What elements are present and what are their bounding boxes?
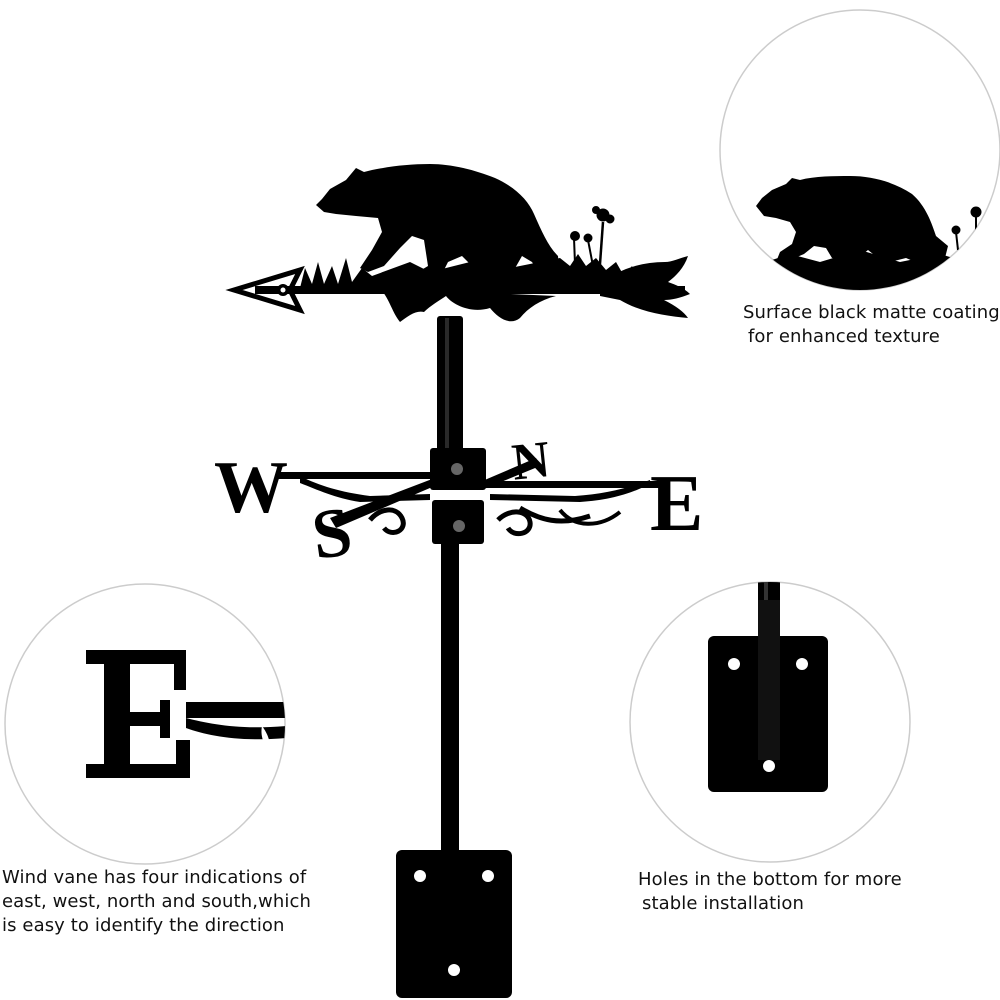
compass-hub bbox=[430, 448, 486, 544]
arrow-tail-icon bbox=[600, 256, 690, 318]
caption-coating: Surface black matte coating for enhanced… bbox=[743, 301, 1000, 349]
bear-silhouette bbox=[316, 164, 560, 280]
compass-arms bbox=[278, 458, 660, 537]
caption-installation: Holes in the bottom for more stable inst… bbox=[638, 868, 902, 916]
caption-directions-line2: east, west, north and south,which bbox=[2, 891, 311, 912]
compass-letter-south: S bbox=[307, 493, 356, 575]
compass-letter-west: W bbox=[214, 447, 288, 529]
detail-circle-top-right bbox=[719, 9, 1000, 291]
arrowhead-icon bbox=[225, 265, 305, 315]
caption-directions-line3: is easy to identify the direction bbox=[2, 915, 285, 936]
arrow-shaft bbox=[255, 286, 685, 294]
caption-installation-line1: Holes in the bottom for more bbox=[638, 869, 902, 890]
flower-icon bbox=[570, 206, 615, 267]
letter-e-direction-icon bbox=[86, 650, 285, 778]
mounting-plate-icon bbox=[708, 582, 828, 792]
caption-installation-line2: stable installation bbox=[642, 893, 804, 914]
mast-upper bbox=[437, 316, 463, 458]
ground-base bbox=[380, 288, 556, 322]
caption-directions: Wind vane has four indications of east, … bbox=[2, 866, 311, 938]
bear-weathervane-icon: W E N S bbox=[214, 164, 703, 998]
mast-lower bbox=[441, 528, 459, 858]
caption-coating-line1: Surface black matte coating bbox=[743, 302, 1000, 323]
caption-directions-line1: Wind vane has four indications of bbox=[2, 867, 307, 888]
caption-coating-line2: for enhanced texture bbox=[748, 326, 940, 347]
compass-letter-east: E bbox=[650, 460, 703, 548]
detail-circle-bottom-right bbox=[629, 581, 911, 863]
mounting-plate bbox=[396, 850, 512, 998]
compass-letter-north: N bbox=[509, 431, 552, 492]
detail-circle-bottom-left bbox=[4, 583, 286, 865]
